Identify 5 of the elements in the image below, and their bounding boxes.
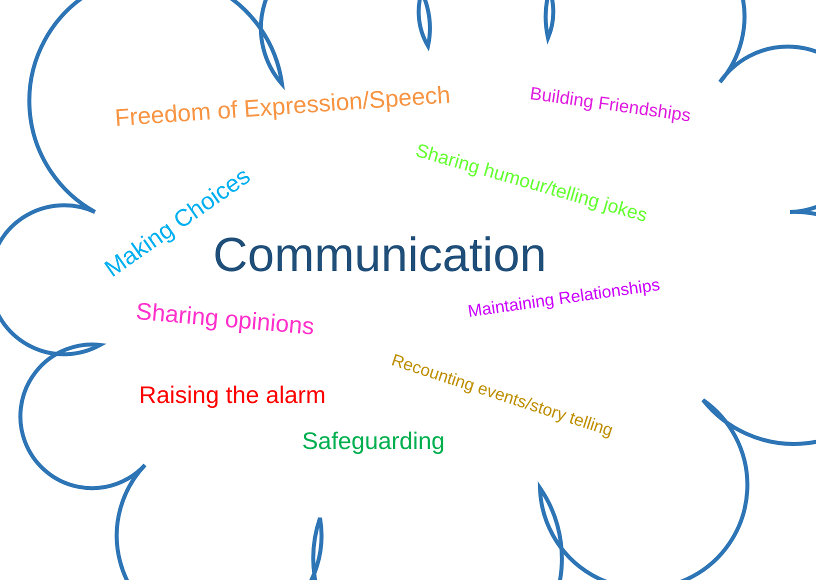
cloud-phrase: Freedom of Expression/Speech xyxy=(114,82,452,133)
cloud-phrase: Building Friendships xyxy=(528,83,692,126)
cloud-phrase: Sharing opinions xyxy=(134,298,316,342)
cloud-phrase: Raising the alarm xyxy=(139,382,326,410)
cloud-phrase: Safeguarding xyxy=(302,428,445,456)
